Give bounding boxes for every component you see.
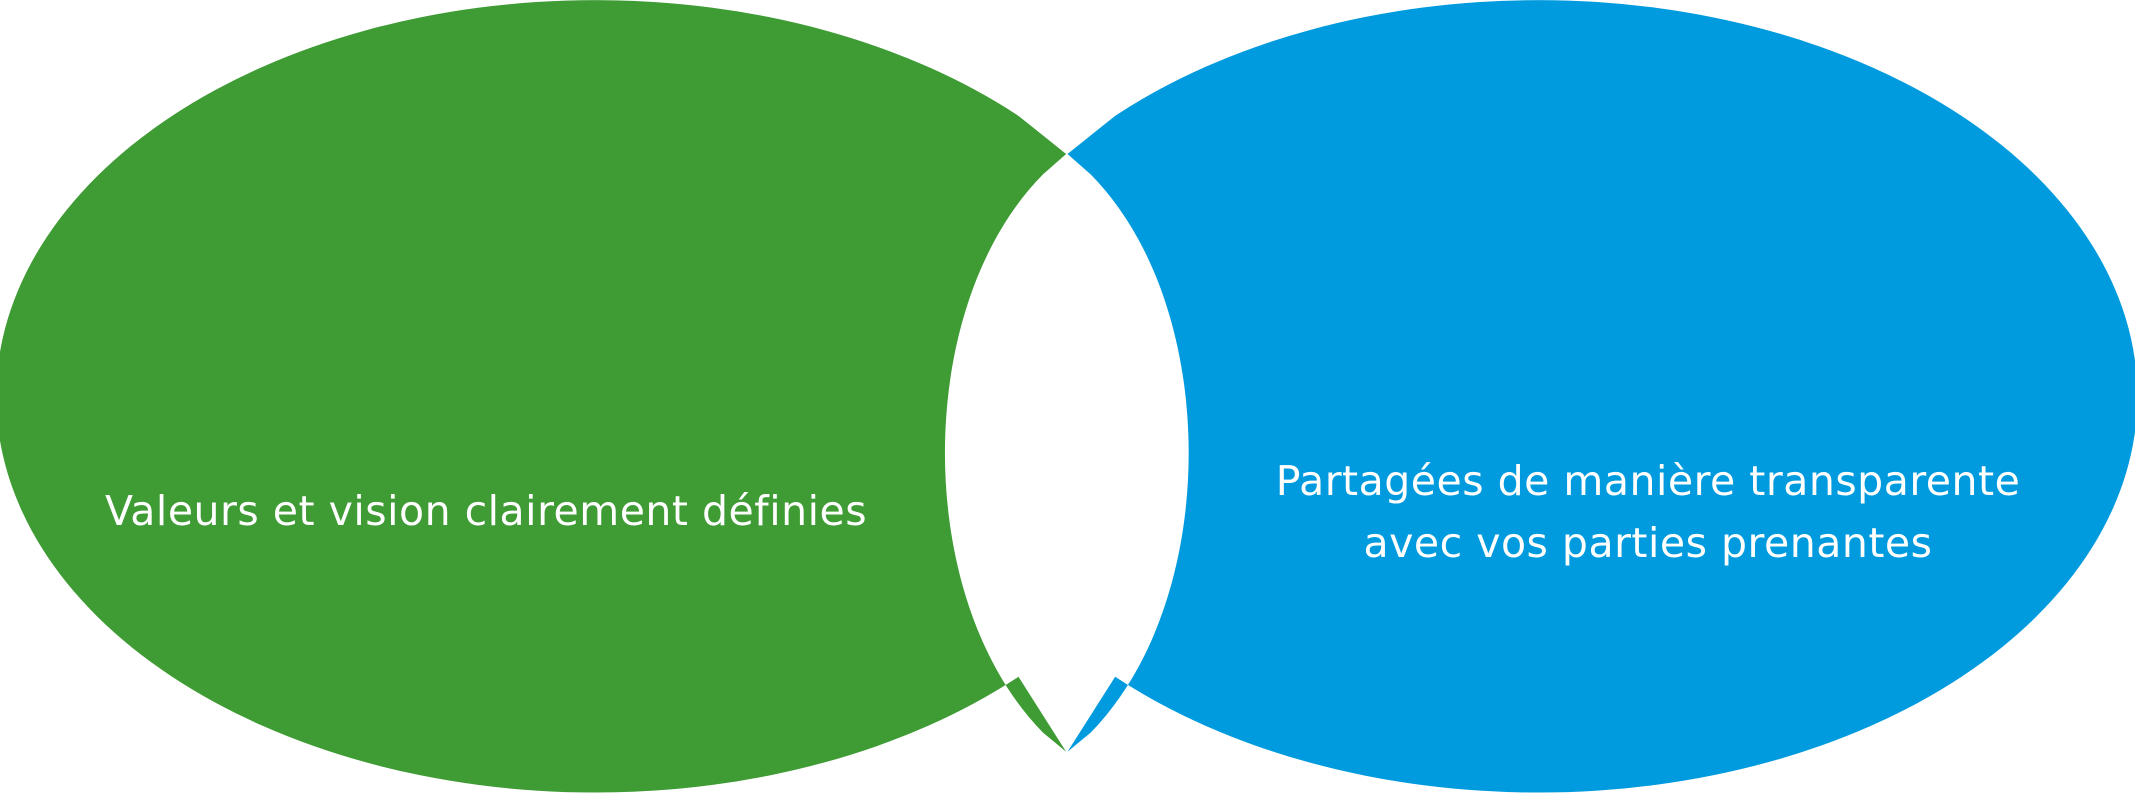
right-ellipse-label: Partagées de manière transparente avec v…	[1276, 450, 2021, 574]
left-ellipse-values	[0, 0, 1067, 793]
right-ellipse-label-line-1: Partagées de manière transparente	[1275, 457, 2021, 505]
right-ellipse-label-line-2: avec vos parties prenantes	[1363, 519, 1933, 567]
left-ellipse-label: Valeurs et vision clairement définies	[104, 487, 868, 535]
right-ellipse-shared	[1067, 0, 2135, 793]
